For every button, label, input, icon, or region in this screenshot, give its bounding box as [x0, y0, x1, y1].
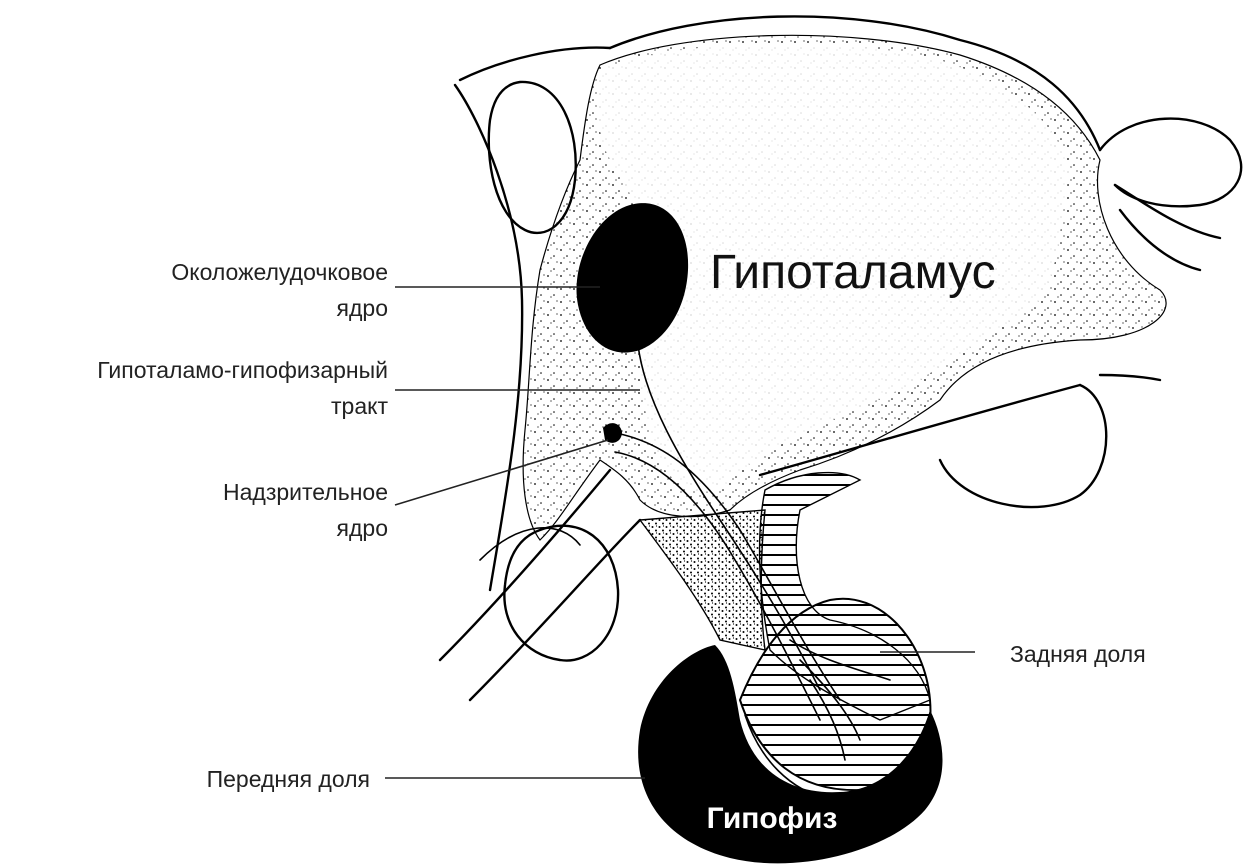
hypothalamus-label: Гипоталамус: [710, 246, 996, 299]
tract-label-line2: тракт: [331, 393, 388, 419]
paraventricular-label-line2: ядро: [337, 295, 388, 321]
anterior-lobe-label: Передняя доля: [207, 766, 370, 792]
tract-label-line1: Гипоталамо-гипофизарный: [97, 357, 388, 383]
pituitary-label: Гипофиз: [707, 802, 838, 835]
posterior-lobe-label: Задняя доля: [1010, 641, 1146, 667]
supraoptic-label-line1: Надзрительное: [223, 479, 388, 505]
paraventricular-label-line1: Околожелудочковое: [171, 259, 388, 285]
supraoptic-label-line2: ядро: [337, 515, 388, 541]
